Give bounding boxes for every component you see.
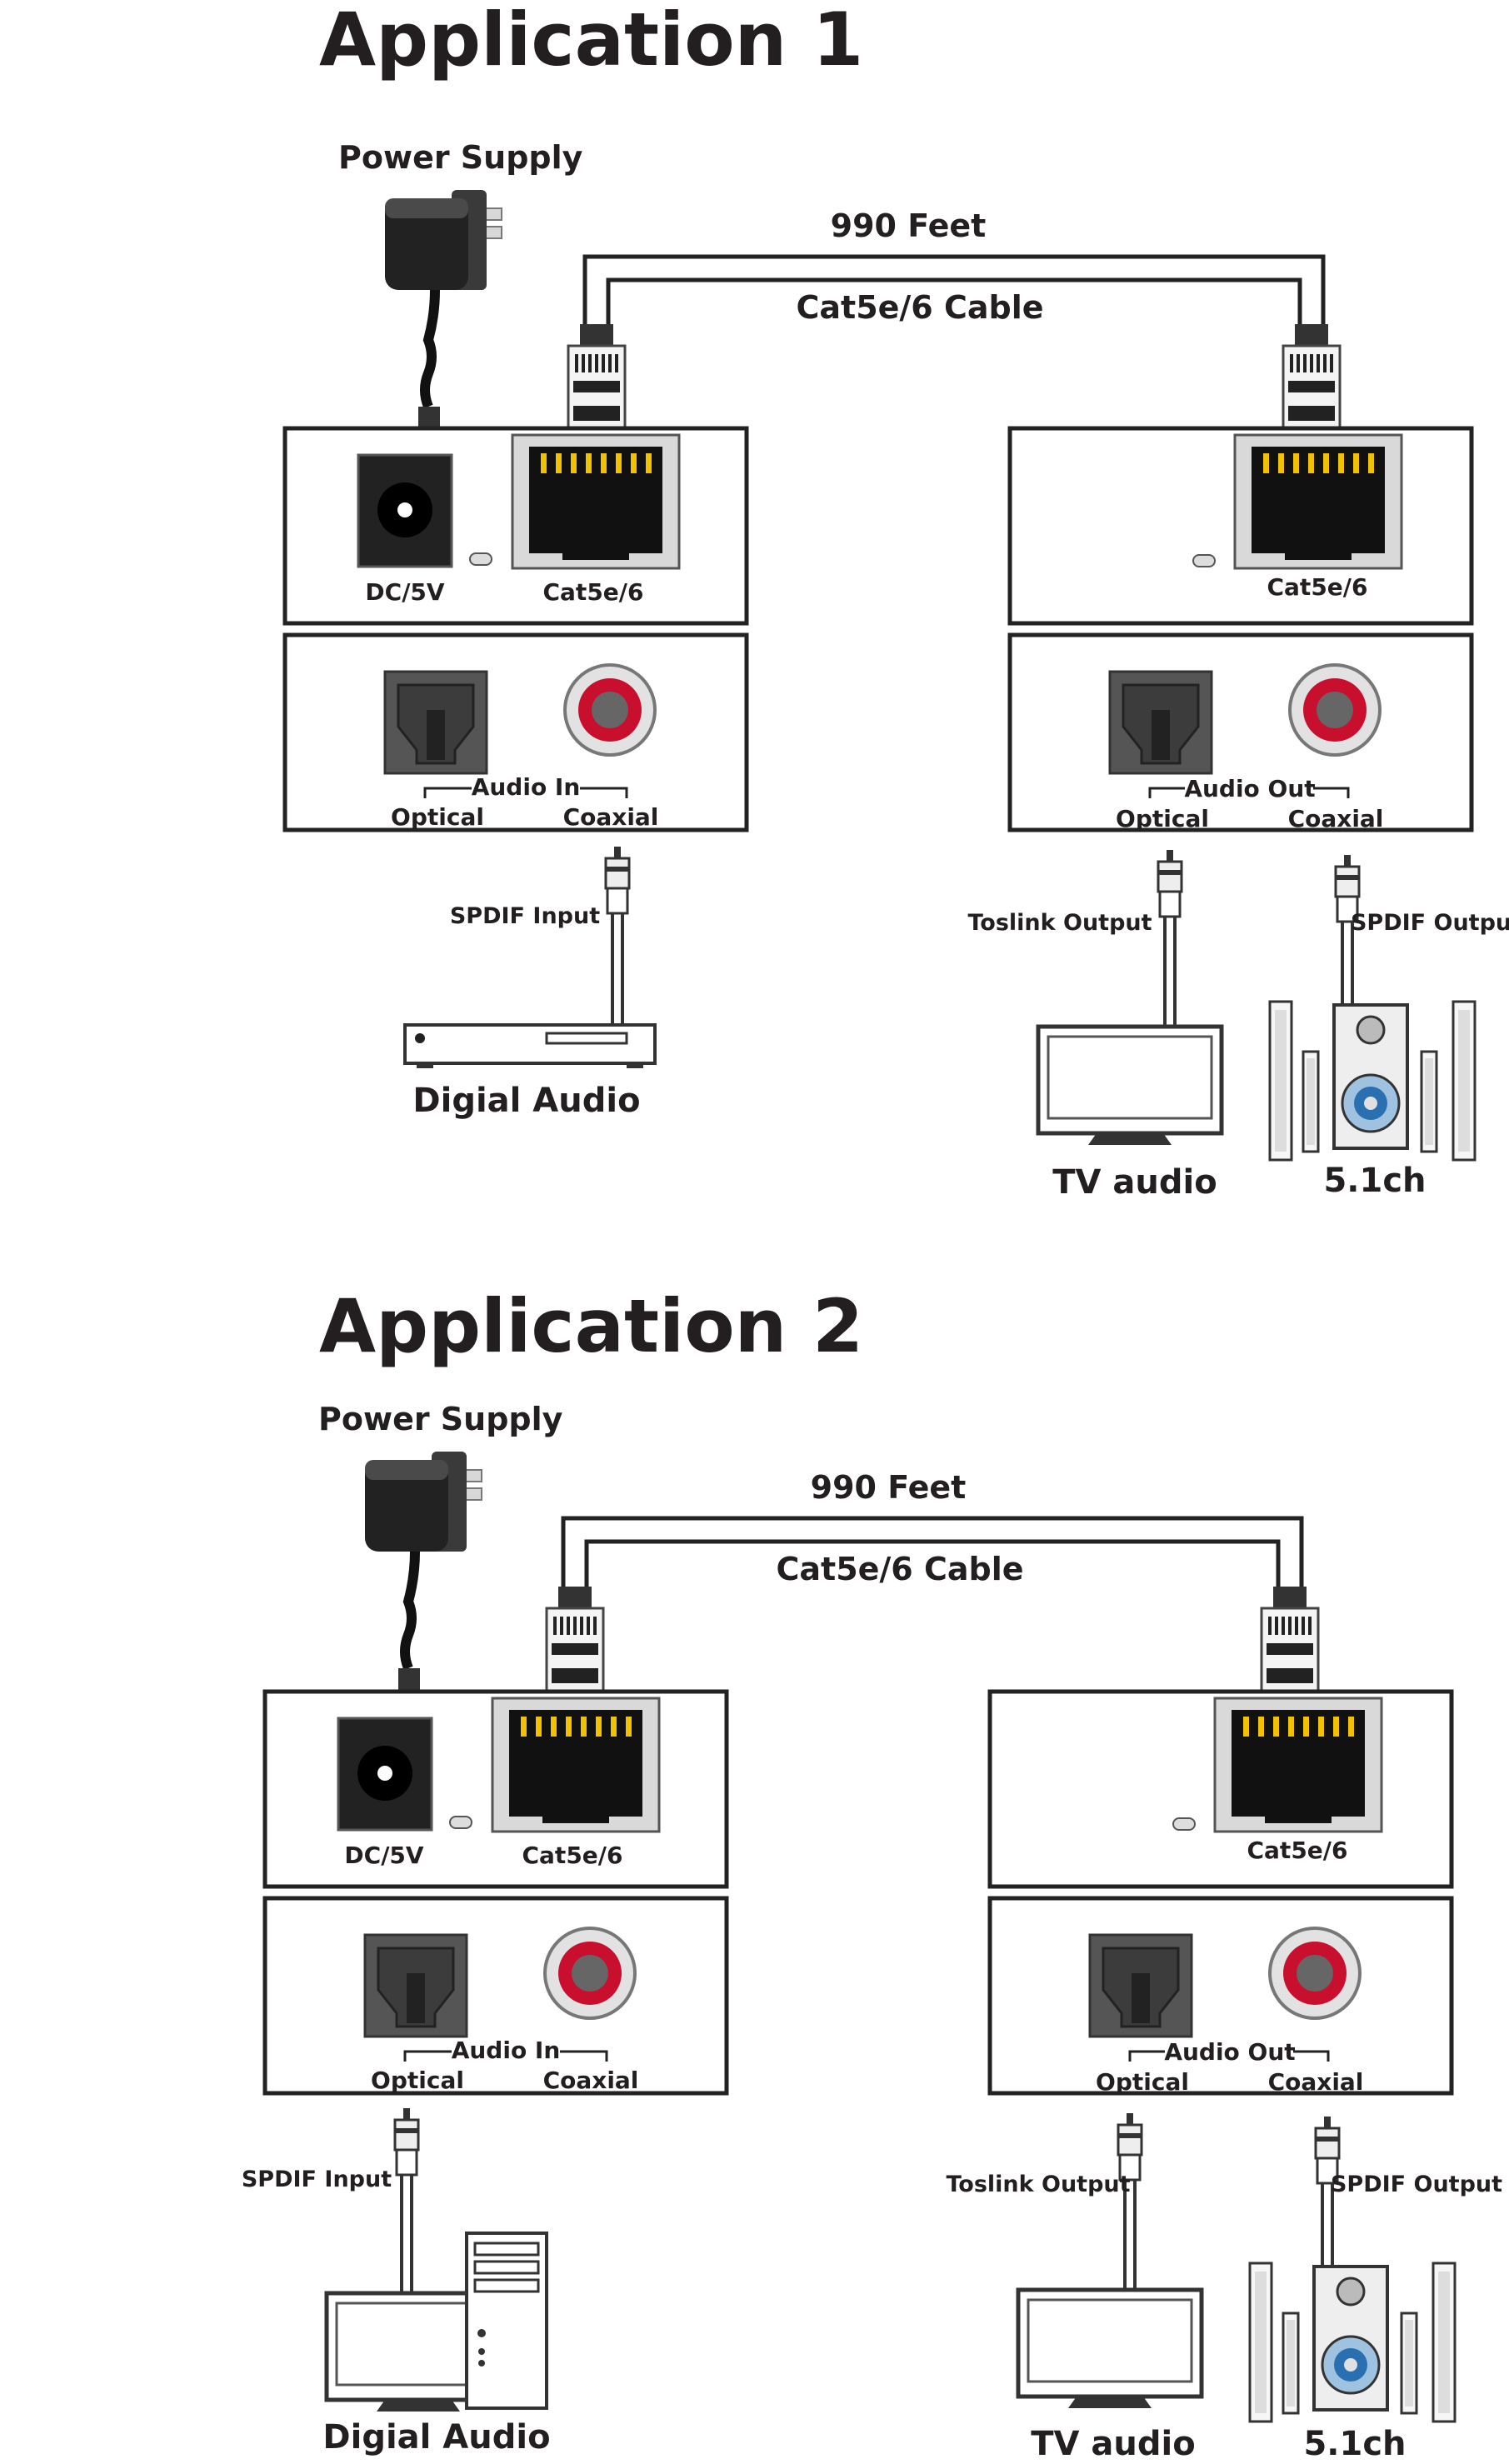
cat-cable-line bbox=[582, 254, 1326, 329]
application-1-title: Application 1 bbox=[319, 0, 863, 82]
audio-out-label: Audio Out bbox=[1164, 2038, 1295, 2066]
led-indicator bbox=[449, 1816, 472, 1829]
source-name-label: Digial Audio bbox=[412, 1082, 640, 1120]
speaker-tower-icon bbox=[1452, 1000, 1477, 1162]
distance-label: 990 Feet bbox=[811, 1469, 967, 1506]
dc-label: DC/5V bbox=[365, 578, 445, 606]
led-indicator bbox=[469, 552, 492, 566]
speaker-icon bbox=[1282, 2312, 1300, 2415]
speaker-tower-icon bbox=[1432, 2262, 1457, 2423]
toslink-output-label: Toslink Output bbox=[967, 910, 1152, 936]
rj45-plug-icon bbox=[545, 1585, 605, 1697]
speaker-icon bbox=[1420, 1050, 1438, 1153]
power-adapter-icon bbox=[385, 190, 502, 465]
dc-jack-icon bbox=[337, 1717, 433, 1832]
optical-port-icon bbox=[383, 670, 488, 775]
power-adapter-icon bbox=[365, 1452, 482, 1727]
power-supply-label: Power Supply bbox=[338, 139, 583, 176]
dc-label: DC/5V bbox=[344, 1842, 424, 1869]
rj45-jack-icon bbox=[511, 433, 681, 570]
tv-audio-label: TV audio bbox=[1052, 1163, 1217, 1202]
speaker-icon bbox=[1400, 2312, 1418, 2415]
receiver-bottom-panel bbox=[1007, 632, 1474, 832]
speaker-tower-icon bbox=[1268, 1000, 1293, 1162]
optical-port-icon bbox=[363, 1933, 468, 2038]
tx-cat-label: Cat5e/6 bbox=[542, 578, 643, 606]
spdif-input-label: SPDIF Input bbox=[242, 2167, 392, 2192]
audio-out-label: Audio Out bbox=[1184, 775, 1315, 802]
surround-label: 5.1ch bbox=[1323, 1162, 1426, 1200]
led-indicator bbox=[1172, 1817, 1196, 1831]
receiver-bottom-panel bbox=[987, 1896, 1454, 2096]
tv-icon bbox=[1018, 2290, 1202, 2408]
rj45-plug-icon bbox=[1282, 322, 1342, 434]
audio-in-label: Audio In bbox=[472, 773, 581, 801]
spdif-plug-icon bbox=[393, 2107, 420, 2177]
tv-audio-label: TV audio bbox=[1031, 2425, 1195, 2463]
coaxial-label: Coaxial bbox=[543, 2067, 639, 2094]
spdif-plug-icon bbox=[604, 845, 631, 915]
toslink-plug-icon bbox=[1117, 2112, 1143, 2182]
dc-jack-icon bbox=[357, 453, 453, 568]
optical-port-icon bbox=[1108, 670, 1213, 775]
transmitter-bottom-panel bbox=[282, 632, 749, 832]
coaxial-label: Coaxial bbox=[563, 803, 659, 831]
rx-cat-label: Cat5e/6 bbox=[1247, 1837, 1347, 1864]
rj45-plug-icon bbox=[1260, 1585, 1320, 1697]
spdif-input-label: SPDIF Input bbox=[450, 903, 600, 929]
coaxial-jack-icon bbox=[1268, 1927, 1362, 2020]
application-2: Application 2 Power Supply 990 Feet Cat5… bbox=[242, 1283, 1502, 2463]
audio-in-label: Audio In bbox=[452, 2037, 561, 2064]
surround-label: 5.1ch bbox=[1303, 2425, 1406, 2463]
led-indicator bbox=[1192, 554, 1216, 567]
tx-cat-label: Cat5e/6 bbox=[522, 1842, 622, 1869]
tv-icon bbox=[1038, 1027, 1222, 1145]
optical-label: Optical bbox=[1116, 805, 1209, 832]
rj45-jack-icon bbox=[1233, 433, 1403, 570]
rx-cat-label: Cat5e/6 bbox=[1267, 573, 1367, 601]
optical-label: Optical bbox=[371, 2067, 464, 2094]
audio-player-icon bbox=[403, 1023, 657, 1070]
cable-label: Cat5e/6 Cable bbox=[797, 289, 1044, 326]
power-supply-label: Power Supply bbox=[318, 1401, 563, 1437]
coaxial-jack-icon bbox=[543, 1927, 637, 2020]
coaxial-label: Coaxial bbox=[1288, 805, 1384, 832]
source-name-label: Digial Audio bbox=[322, 2418, 550, 2457]
pc-tower-icon bbox=[465, 2232, 548, 2410]
toslink-output-label: Toslink Output bbox=[946, 2172, 1130, 2197]
cat-cable-line bbox=[561, 1516, 1304, 1592]
coaxial-jack-icon bbox=[563, 663, 657, 757]
spdif-output-label: SPDIF Output bbox=[1351, 910, 1509, 936]
rj45-plug-icon bbox=[567, 322, 627, 434]
rj45-jack-icon bbox=[491, 1697, 661, 1833]
subwoofer-icon bbox=[1312, 2265, 1389, 2412]
coaxial-jack-icon bbox=[1288, 663, 1382, 757]
spdif-output-label: SPDIF Output bbox=[1331, 2172, 1502, 2197]
optical-port-icon bbox=[1088, 1933, 1193, 2038]
application-2-title: Application 2 bbox=[319, 1283, 863, 1369]
application-1: Application 1 Power Supply 990 Feet Cat5… bbox=[282, 0, 1509, 1202]
transmitter-bottom-panel bbox=[262, 1896, 729, 2096]
optical-label: Optical bbox=[1096, 2068, 1189, 2096]
cable-label: Cat5e/6 Cable bbox=[777, 1551, 1024, 1587]
distance-label: 990 Feet bbox=[831, 207, 987, 244]
subwoofer-icon bbox=[1332, 1003, 1409, 1150]
speaker-icon bbox=[1302, 1050, 1320, 1153]
optical-label: Optical bbox=[391, 803, 484, 831]
toslink-plug-icon bbox=[1157, 848, 1183, 918]
speaker-tower-icon bbox=[1248, 2262, 1273, 2423]
coaxial-label: Coaxial bbox=[1268, 2068, 1364, 2096]
rj45-jack-icon bbox=[1213, 1697, 1383, 1833]
